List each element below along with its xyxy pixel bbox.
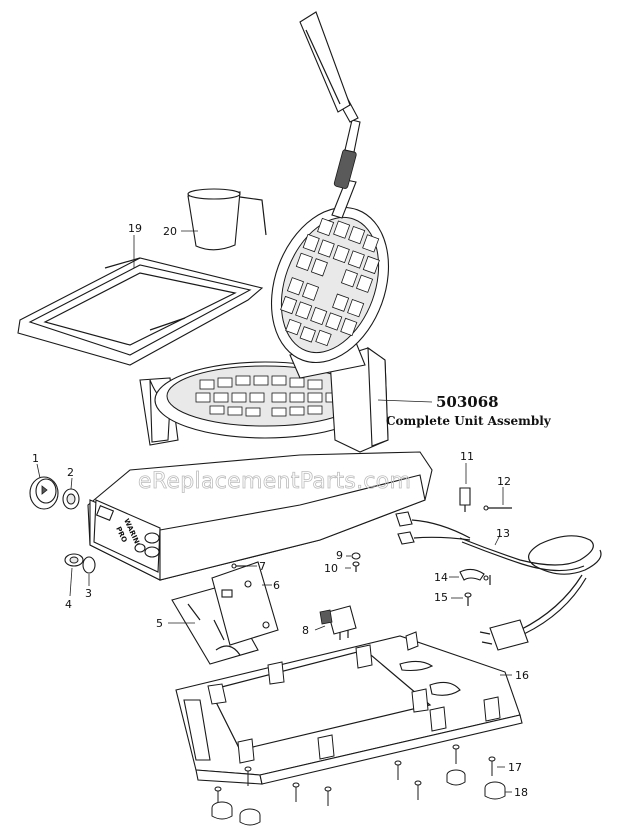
callout-20: 20 [163, 225, 177, 238]
callout-18: 18 [514, 786, 528, 799]
control-board-part-6 [211, 561, 279, 646]
upper-plate-grid [280, 217, 380, 347]
ring-part-3 [82, 556, 96, 586]
tie-part-12 [483, 487, 512, 511]
callout-1: 1 [32, 452, 39, 465]
callout-3: 3 [85, 587, 92, 600]
callout-12: 12 [497, 475, 511, 488]
callout-15: 15 [434, 591, 448, 604]
control-panel: WARING PRO [93, 499, 161, 573]
power-cord-part-13 [395, 511, 602, 651]
lower-plate-grid [195, 375, 339, 417]
callout-16: 16 [515, 669, 529, 682]
callout-17: 17 [508, 761, 522, 774]
callout-13: 13 [496, 527, 510, 540]
cord-clamp-part-14 [449, 568, 491, 585]
bottom-plate-part-16 [175, 631, 523, 785]
watermark: eReplacementParts.com [138, 469, 411, 494]
callout-6: 6 [273, 579, 280, 592]
callout-4: 4 [65, 598, 72, 611]
bracket-part-5 [168, 585, 259, 665]
callout-9: 9 [336, 549, 343, 562]
assembly-number: 503068 [436, 393, 499, 411]
waffle-maker-unit: WARING PRO [87, 11, 433, 581]
knob-part-1 [29, 463, 59, 510]
switch-part-8 [314, 605, 357, 640]
screw-part-15 [451, 592, 472, 606]
drip-tray-part-19 [17, 235, 264, 366]
callout-8: 8 [302, 624, 309, 637]
clip-part-9 [346, 552, 361, 560]
screw-part-10 [345, 561, 360, 572]
handle [299, 11, 361, 219]
assembly-label: Complete Unit Assembly [386, 414, 552, 428]
washer-part-2 [62, 477, 80, 510]
callout-19: 19 [128, 222, 142, 235]
callout-14: 14 [434, 571, 448, 584]
rubber-feet-part-18 [211, 769, 512, 826]
screw-part-7 [231, 563, 257, 569]
terminal-part-11 [459, 463, 471, 512]
callout-10: 10 [324, 562, 338, 575]
callout-5: 5 [156, 617, 163, 630]
batter-cup-part-20 [181, 188, 267, 251]
callout-7: 7 [259, 560, 266, 573]
nut-part-4 [64, 553, 84, 597]
callout-11: 11 [460, 450, 474, 463]
callout-2: 2 [67, 466, 74, 479]
